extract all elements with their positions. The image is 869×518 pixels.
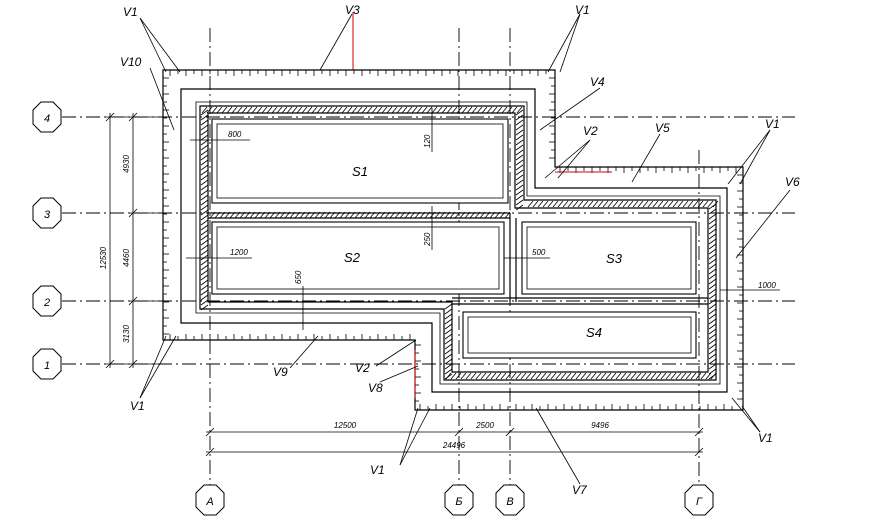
axis-label-a: А bbox=[205, 496, 213, 508]
axis-bubble-2[interactable] bbox=[32, 285, 62, 317]
room-s2[interactable] bbox=[211, 221, 505, 295]
label-v1-bottom-left: V1 bbox=[130, 399, 145, 413]
axis-bubble-a[interactable] bbox=[195, 484, 225, 516]
dim-total-bottom: 24496 bbox=[442, 441, 466, 450]
label-v1-bottom-right: V1 bbox=[758, 431, 773, 445]
hatch-lines bbox=[200, 106, 719, 380]
hatched-walls bbox=[199, 105, 719, 381]
axis-bubble-3[interactable] bbox=[32, 197, 62, 229]
label-v2-bottom: V2 bbox=[355, 361, 370, 375]
dim-3130: 3130 bbox=[122, 325, 131, 343]
view-labels: V1 V3 V1 V10 V4 V2 V5 V1 V6 V1 V9 V2 V8 … bbox=[120, 3, 800, 497]
offset-500: 500 bbox=[532, 248, 546, 257]
label-v1-bottom: V1 bbox=[370, 463, 385, 477]
dim-12500: 12500 bbox=[334, 421, 357, 430]
room-label-s1: S1 bbox=[352, 164, 368, 179]
axis-label-1: 1 bbox=[44, 360, 50, 372]
left-dimension-chain: 12530 4930 4460 3130 bbox=[99, 112, 170, 369]
axis-label-v: В bbox=[506, 496, 513, 508]
dim-9496: 9496 bbox=[591, 421, 609, 430]
dim-4460: 4460 bbox=[122, 249, 131, 267]
axis-bubble-4[interactable] bbox=[32, 101, 62, 133]
room-label-s4: S4 bbox=[586, 325, 602, 340]
offset-650: 650 bbox=[294, 270, 303, 284]
label-v5: V5 bbox=[655, 121, 670, 135]
offset-800: 800 bbox=[228, 130, 242, 139]
dim-total-left: 12530 bbox=[99, 246, 108, 269]
axis-label-b: Б bbox=[455, 496, 462, 508]
dim-4930: 4930 bbox=[122, 155, 131, 173]
room-s4[interactable] bbox=[462, 311, 697, 359]
axis-bubble-v[interactable] bbox=[495, 484, 525, 516]
bottom-dimension-chain: 12500 2500 9496 24496 bbox=[205, 421, 704, 457]
red-marks bbox=[352, 12, 612, 398]
room-label-s3: S3 bbox=[606, 251, 623, 266]
room-label-s2: S2 bbox=[344, 250, 361, 265]
label-v1-right: V1 bbox=[765, 117, 780, 131]
label-v6: V6 bbox=[785, 175, 800, 189]
offset-dims: 800 120 1200 250 650 500 1000 bbox=[186, 108, 780, 330]
contour-ticks bbox=[163, 70, 743, 410]
offset-250: 250 bbox=[423, 232, 432, 247]
label-v1-top-left: V1 bbox=[123, 5, 138, 19]
axis-bubbles: 4 3 2 1 А Б В Г bbox=[32, 101, 714, 516]
label-v8: V8 bbox=[368, 381, 383, 395]
leader-lines bbox=[139, 13, 791, 485]
room-s3[interactable] bbox=[521, 221, 697, 295]
dim-2500: 2500 bbox=[475, 421, 494, 430]
label-v3: V3 bbox=[345, 3, 360, 17]
axis-bubble-1[interactable] bbox=[32, 348, 62, 380]
axis-label-2: 2 bbox=[43, 297, 50, 309]
axis-label-3: 3 bbox=[44, 209, 51, 221]
room-s1[interactable] bbox=[211, 118, 509, 204]
axis-label-4: 4 bbox=[44, 113, 50, 125]
axis-bubble-g[interactable] bbox=[684, 484, 714, 516]
axis-bubble-b[interactable] bbox=[444, 484, 474, 516]
label-v4: V4 bbox=[590, 75, 605, 89]
axis-label-g: Г bbox=[696, 496, 703, 508]
rooms: S1 S2 S3 S4 bbox=[211, 118, 697, 359]
label-v7: V7 bbox=[572, 483, 588, 497]
label-v9: V9 bbox=[273, 365, 288, 379]
offset-1000: 1000 bbox=[758, 281, 776, 290]
offset-120: 120 bbox=[423, 134, 432, 148]
label-v10: V10 bbox=[120, 55, 142, 69]
label-v2-top: V2 bbox=[583, 124, 598, 138]
offset-1200: 1200 bbox=[230, 248, 248, 257]
label-v1-top-right: V1 bbox=[575, 3, 590, 17]
